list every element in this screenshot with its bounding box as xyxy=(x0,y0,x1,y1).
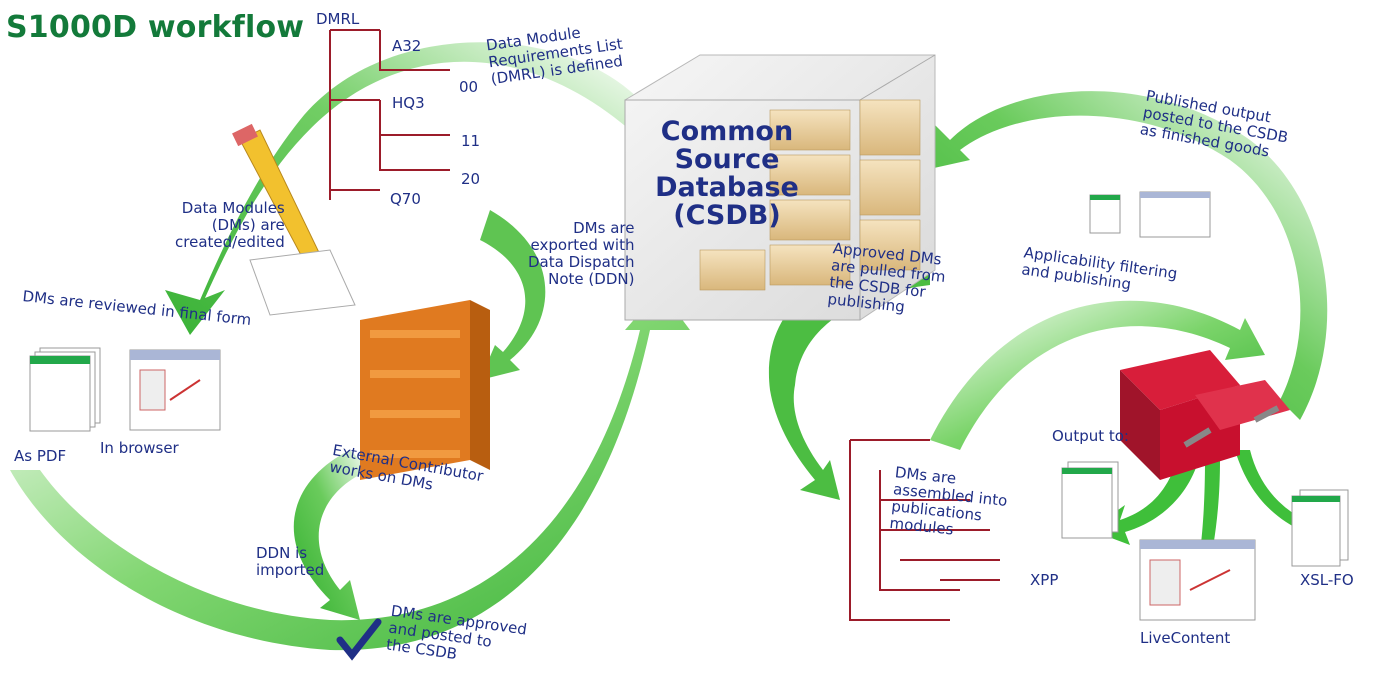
check-icon xyxy=(336,618,382,661)
arrow-export xyxy=(480,210,546,380)
step-in-browser: In browser xyxy=(100,439,179,457)
arrow-import xyxy=(293,450,370,620)
pencil-icon xyxy=(232,123,356,316)
csdb-label: Common Source Database (CSDB) xyxy=(655,116,799,231)
output-livecontent-label: LiveContent xyxy=(1140,629,1231,647)
dmrl-node-label: A32 xyxy=(392,37,422,55)
red-publishing-machine-icon xyxy=(1120,350,1290,480)
assembled-tree xyxy=(849,439,1000,621)
arrow-dmrl-to-create xyxy=(165,42,640,336)
dmrl-node-label: 20 xyxy=(461,170,481,188)
step-dms-exported: DMs are exported with Data Dispatch Note… xyxy=(528,219,635,288)
output-xpp-label: XPP xyxy=(1030,571,1059,589)
step-assembled: DMs are assembled into publications modu… xyxy=(888,463,1009,539)
csdb-cube xyxy=(624,54,936,321)
browser-window-icon xyxy=(1139,191,1256,621)
step-dms-created: Data Modules (DMs) are created/edited xyxy=(175,199,285,251)
output-xslfo-label: XSL-FO xyxy=(1300,571,1354,589)
dmrl-root-label: DMRL xyxy=(316,10,360,28)
arrow-publish-feedback xyxy=(925,91,1328,420)
document-stack-icon xyxy=(1061,194,1349,567)
arrow-applicability xyxy=(930,300,1265,450)
step-as-pdf: As PDF xyxy=(14,447,67,465)
step-ddn-imported: DDN is imported xyxy=(256,544,325,579)
step-output-to: Output to: xyxy=(1052,427,1129,445)
step-approved-pulled: Approved DMs are pulled from the CSDB fo… xyxy=(826,239,947,316)
browser-window-icon xyxy=(129,349,221,431)
page-title: S1000D workflow xyxy=(6,10,305,45)
dmrl-node-label: HQ3 xyxy=(392,94,425,112)
document-stack-icon xyxy=(29,347,101,432)
dmrl-node-label: 00 xyxy=(459,78,479,96)
arrow-review-to-approve xyxy=(10,290,690,651)
dmrl-tree xyxy=(329,29,450,200)
dmrl-node-label: Q70 xyxy=(390,190,421,208)
dmrl-node-label: 11 xyxy=(461,132,481,150)
shelf-icon xyxy=(360,300,490,480)
